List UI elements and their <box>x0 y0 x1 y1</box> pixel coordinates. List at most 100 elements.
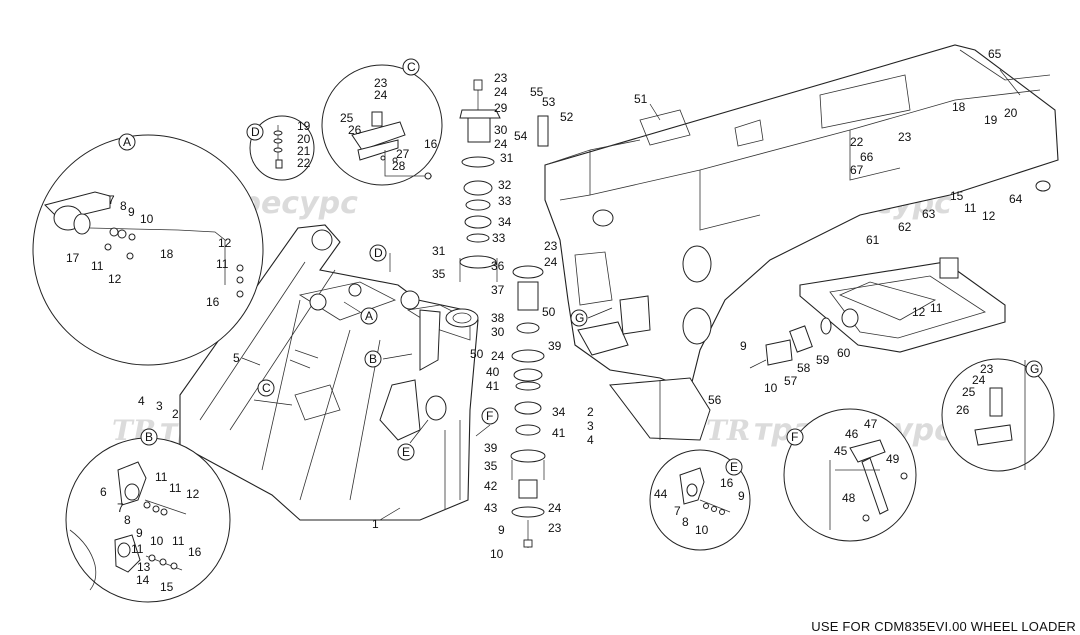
svg-text:3: 3 <box>587 419 594 433</box>
svg-text:47: 47 <box>864 417 878 431</box>
svg-text:8: 8 <box>124 513 131 527</box>
svg-text:44: 44 <box>654 487 668 501</box>
svg-text:31: 31 <box>500 151 514 165</box>
svg-text:39: 39 <box>548 339 562 353</box>
svg-text:16: 16 <box>206 295 220 309</box>
svg-text:7: 7 <box>674 504 681 518</box>
part-64 <box>1035 180 1051 192</box>
center-hinge-stack <box>459 79 546 548</box>
svg-text:12: 12 <box>982 209 996 223</box>
svg-text:55: 55 <box>530 85 544 99</box>
svg-text:2: 2 <box>172 407 179 421</box>
svg-text:26: 26 <box>348 123 362 137</box>
svg-text:A: A <box>123 135 131 149</box>
svg-text:24: 24 <box>972 373 986 387</box>
svg-text:60: 60 <box>837 346 851 360</box>
svg-text:C: C <box>262 381 271 395</box>
svg-text:11: 11 <box>155 470 168 484</box>
svg-text:43: 43 <box>484 501 498 515</box>
svg-text:9: 9 <box>128 205 135 219</box>
svg-text:48: 48 <box>842 491 856 505</box>
svg-text:11: 11 <box>91 259 104 273</box>
svg-text:41: 41 <box>552 426 566 440</box>
svg-text:24: 24 <box>374 88 388 102</box>
svg-text:27: 27 <box>396 147 410 161</box>
svg-text:28: 28 <box>392 159 406 173</box>
svg-text:20: 20 <box>297 132 311 146</box>
svg-text:30: 30 <box>491 325 505 339</box>
svg-text:19: 19 <box>297 119 311 133</box>
svg-text:12: 12 <box>912 305 926 319</box>
svg-text:18: 18 <box>160 247 174 261</box>
detail-view-b: B 6 11 11 12 7 8 9 10 11 13 14 15 11 16 <box>65 428 231 603</box>
svg-text:33: 33 <box>498 194 512 208</box>
svg-text:11: 11 <box>172 534 185 548</box>
counterweight-frame <box>799 257 1006 353</box>
svg-text:50: 50 <box>470 347 484 361</box>
svg-text:11: 11 <box>131 542 144 556</box>
svg-text:22: 22 <box>297 156 311 170</box>
detail-view-d: D 19 20 21 22 <box>246 115 315 181</box>
svg-text:12: 12 <box>186 487 200 501</box>
view-markers: A B C D E F G <box>253 244 613 461</box>
svg-text:29: 29 <box>494 101 508 115</box>
svg-text:19: 19 <box>984 113 998 127</box>
svg-text:11: 11 <box>930 301 943 315</box>
svg-text:25: 25 <box>340 111 354 125</box>
svg-text:34: 34 <box>552 405 566 419</box>
svg-text:59: 59 <box>816 353 830 367</box>
svg-text:22: 22 <box>850 135 864 149</box>
svg-text:C: C <box>407 60 416 74</box>
svg-text:23: 23 <box>548 521 562 535</box>
svg-text:10: 10 <box>695 523 709 537</box>
svg-text:D: D <box>251 125 260 139</box>
svg-text:10: 10 <box>150 534 164 548</box>
svg-text:38: 38 <box>491 311 505 325</box>
svg-text:52: 52 <box>560 110 574 124</box>
svg-text:42: 42 <box>484 479 498 493</box>
detail-view-e: E 44 16 7 8 9 10 <box>649 449 751 551</box>
svg-text:49: 49 <box>886 452 900 466</box>
svg-text:11: 11 <box>216 257 229 271</box>
svg-text:G: G <box>1030 362 1039 376</box>
svg-text:A: A <box>365 309 373 323</box>
svg-text:10: 10 <box>140 212 154 226</box>
svg-text:F: F <box>486 409 493 423</box>
svg-text:12: 12 <box>218 236 232 250</box>
detail-view-a: A 7 8 9 10 17 11 12 18 12 11 16 <box>32 133 264 366</box>
pin-assembly-57-60 <box>749 308 859 369</box>
svg-text:4: 4 <box>587 433 594 447</box>
svg-text:9: 9 <box>738 489 745 503</box>
svg-text:64: 64 <box>1009 192 1023 206</box>
svg-text:9: 9 <box>136 526 143 540</box>
svg-text:12: 12 <box>108 272 122 286</box>
svg-text:17: 17 <box>66 251 80 265</box>
svg-text:13: 13 <box>137 560 151 574</box>
svg-text:2: 2 <box>587 405 594 419</box>
svg-text:10: 10 <box>490 547 504 561</box>
svg-text:61: 61 <box>866 233 880 247</box>
rear-frame <box>544 44 1059 441</box>
svg-text:56: 56 <box>708 393 722 407</box>
svg-text:15: 15 <box>950 189 964 203</box>
svg-text:E: E <box>402 445 410 459</box>
svg-text:65: 65 <box>988 47 1002 61</box>
svg-text:39: 39 <box>484 441 498 455</box>
svg-text:25: 25 <box>962 385 976 399</box>
detail-view-f: F 47 46 45 49 48 <box>783 408 917 542</box>
svg-text:40: 40 <box>486 365 500 379</box>
svg-text:23: 23 <box>374 76 388 90</box>
svg-text:9: 9 <box>498 523 505 537</box>
svg-text:35: 35 <box>484 459 498 473</box>
svg-text:9: 9 <box>740 339 747 353</box>
svg-text:16: 16 <box>424 137 438 151</box>
svg-text:14: 14 <box>136 573 150 587</box>
svg-text:21: 21 <box>297 144 311 158</box>
svg-text:5: 5 <box>233 351 240 365</box>
svg-text:8: 8 <box>682 515 689 529</box>
svg-text:30: 30 <box>494 123 508 137</box>
svg-text:51: 51 <box>634 92 648 106</box>
svg-text:26: 26 <box>956 403 970 417</box>
svg-text:20: 20 <box>1004 106 1018 120</box>
